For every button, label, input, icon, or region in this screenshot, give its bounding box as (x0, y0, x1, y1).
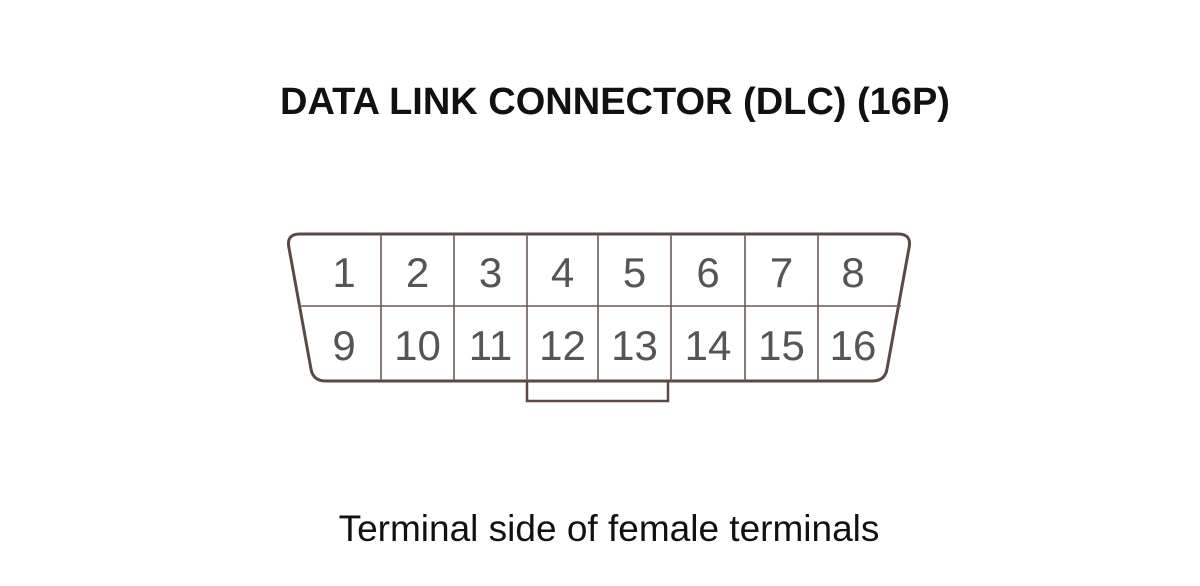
diagram-title: DATA LINK CONNECTOR (DLC) (16P) (280, 81, 950, 123)
terminal-label: 3 (479, 249, 502, 296)
terminal-label: 9 (332, 322, 355, 369)
terminal-label: 15 (758, 322, 805, 369)
terminal-label: 13 (611, 322, 658, 369)
connector-key-tab (525, 378, 670, 403)
terminal-label: 5 (623, 249, 646, 296)
terminal-grid (298, 234, 901, 381)
terminal-label: 1 (332, 249, 355, 296)
terminal-label: 2 (406, 249, 429, 296)
terminal-label: 14 (685, 322, 732, 369)
terminal-label: 7 (770, 249, 793, 296)
diagram-caption: Terminal side of female terminals (339, 508, 880, 549)
terminal-label: 8 (841, 249, 864, 296)
terminal-label: 6 (696, 249, 719, 296)
terminal-label: 16 (830, 322, 877, 369)
terminal-label: 10 (394, 322, 441, 369)
terminal-label: 12 (539, 322, 586, 369)
terminal-label: 4 (551, 249, 574, 296)
terminal-label: 11 (469, 322, 513, 369)
connector-outline (287, 232, 911, 383)
